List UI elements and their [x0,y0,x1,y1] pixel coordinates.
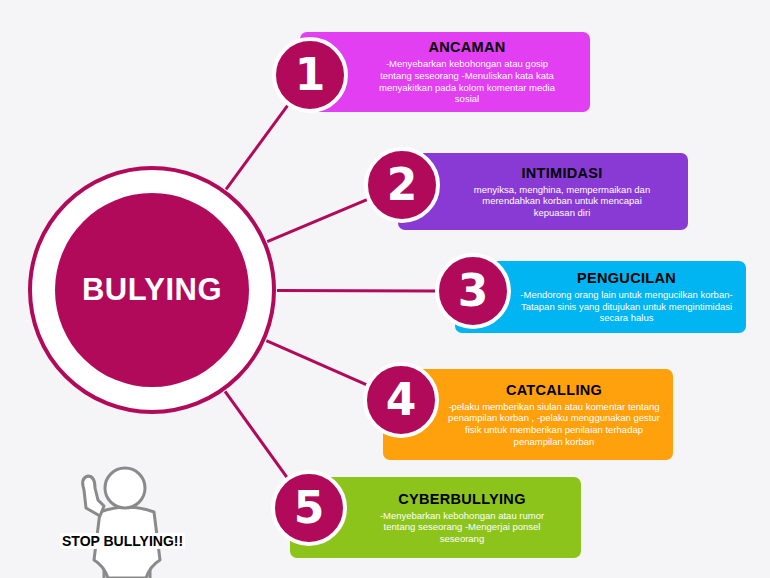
spoke-line [267,200,367,242]
hub-title: BULYING [82,272,222,308]
category-description: -pelaku memberikan siulan atau komentar … [445,401,663,447]
slogan-label: STOP BULLYING!! [60,533,185,549]
central-circle: BULYING [27,165,277,415]
category-description: menyiksa, menghina, mempermaikan dan mer… [462,184,662,219]
callout-number: 2 [387,163,418,207]
spoke-line [266,341,366,385]
number-circle: 1 [272,37,348,113]
number-circle: 5 [271,470,347,546]
spoke-line [277,289,435,292]
category-description: -Menyebarkan kebohongan atau rumor tenta… [373,510,551,545]
number-circle: 4 [363,362,439,438]
category-heading: ANCAMAN [428,39,505,55]
spoke-line [225,391,287,477]
number-circle: 2 [364,147,440,223]
category-heading: INTIMIDASI [521,165,602,181]
callout-number: 1 [295,53,326,97]
number-circle: 3 [435,253,511,329]
callout-number: 5 [294,486,325,530]
category-heading: CATCALLING [506,382,602,398]
category-description: -Mendorong orang lain untuk mengucilkan … [517,289,736,324]
category-description: -Menyebarkan kebohongan atau gosip tenta… [372,58,562,104]
callout-number: 4 [386,378,417,422]
callout-number: 3 [458,269,489,313]
category-heading: PENGUCILAN [577,270,676,286]
category-box: INTIMIDASI menyiksa, menghina, mempermaik… [398,153,688,230]
spoke-line [226,106,287,190]
category-heading: CYBERBULLYING [398,491,525,507]
